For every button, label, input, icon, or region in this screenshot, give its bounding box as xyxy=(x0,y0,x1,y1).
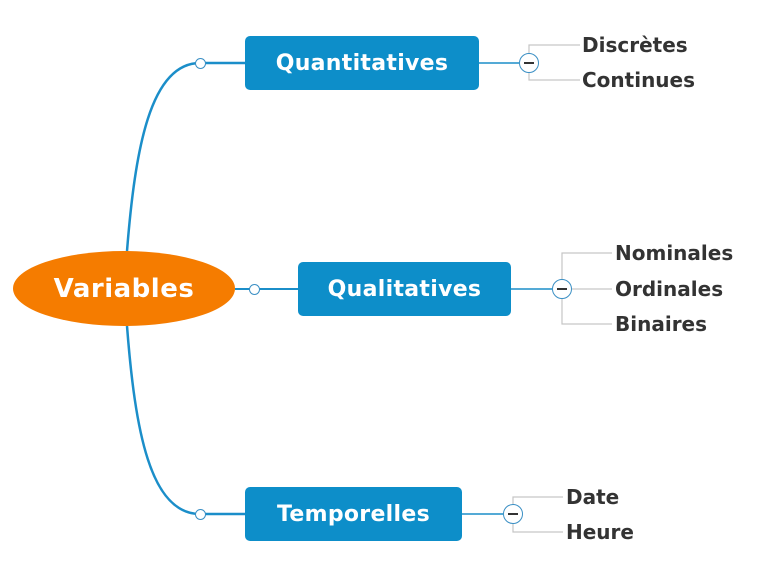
leaf-line-heure xyxy=(512,524,563,533)
branch-label-temporelles: Temporelles xyxy=(277,501,430,527)
leaf-line-discretes xyxy=(528,44,580,53)
minus-icon xyxy=(524,62,534,64)
root-node-label: Variables xyxy=(53,273,195,304)
leaf-ordinales[interactable]: Ordinales xyxy=(615,277,724,301)
leaf-line-continues xyxy=(528,73,580,81)
leaf-continues[interactable]: Continues xyxy=(582,68,696,92)
connector-root-temporelles xyxy=(125,325,246,516)
connector-knob-qualitatives xyxy=(249,284,260,295)
root-node-variables[interactable]: Variables xyxy=(13,251,235,326)
connector-knob-quantitatives xyxy=(195,58,206,69)
leaf-binaires[interactable]: Binaires xyxy=(615,312,708,336)
connector-root-quantitatives xyxy=(125,61,246,252)
leaf-nominales[interactable]: Nominales xyxy=(615,241,734,265)
branch-label-qualitatives: Qualitatives xyxy=(327,276,482,302)
branch-node-temporelles[interactable]: Temporelles xyxy=(245,487,462,541)
branch-label-quantitatives: Quantitatives xyxy=(275,50,449,76)
minus-icon xyxy=(557,288,567,290)
minus-icon xyxy=(508,513,518,515)
collapse-toggle-temporelles[interactable] xyxy=(503,504,523,524)
collapse-toggle-qualitatives[interactable] xyxy=(552,279,572,299)
branch-node-qualitatives[interactable]: Qualitatives xyxy=(298,262,511,316)
collapse-toggle-quantitatives[interactable] xyxy=(519,53,539,73)
leaf-discretes[interactable]: Discrètes xyxy=(582,33,688,57)
leaf-line-date xyxy=(512,496,563,504)
connector-knob-temporelles xyxy=(195,509,206,520)
leaf-line-nominales xyxy=(561,252,612,279)
leaf-line-binaires xyxy=(561,299,612,325)
leaf-date[interactable]: Date xyxy=(566,485,620,509)
branch-node-quantitatives[interactable]: Quantitatives xyxy=(245,36,479,90)
leaf-heure[interactable]: Heure xyxy=(566,520,634,544)
